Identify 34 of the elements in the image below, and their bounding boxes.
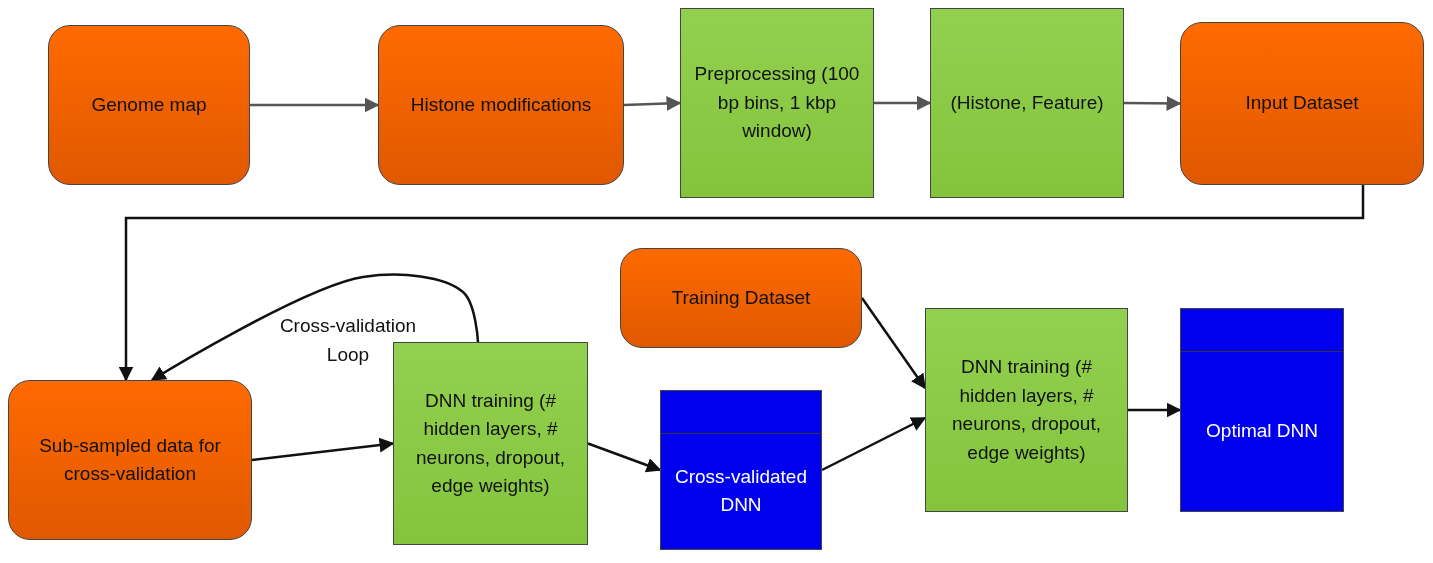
node-label: Genome map bbox=[91, 92, 207, 117]
process-box bbox=[378, 25, 624, 185]
process-box bbox=[1180, 22, 1424, 185]
process-box bbox=[48, 25, 250, 185]
node-label: Training Dataset bbox=[671, 285, 811, 310]
model-box bbox=[660, 390, 822, 550]
process-box bbox=[925, 308, 1128, 512]
process-box bbox=[393, 342, 588, 545]
arrow bbox=[860, 297, 927, 390]
arrow bbox=[623, 96, 682, 111]
node-label: Optimal DNN bbox=[1206, 418, 1318, 443]
node-label: Input Dataset bbox=[1245, 91, 1359, 116]
arrow bbox=[1128, 402, 1182, 418]
arrow bbox=[1124, 95, 1182, 111]
model-box bbox=[1180, 308, 1344, 512]
node-label: Sub-sampled data for cross-validation bbox=[38, 433, 222, 486]
node-label: Cross-validated DNN bbox=[674, 464, 808, 517]
node-label: Preprocessing (100 bp bins, 1 kbp window) bbox=[693, 62, 861, 144]
arrow bbox=[251, 437, 395, 462]
node-label: Histone modifications bbox=[410, 92, 592, 117]
node-label: DNN training (# hidden layers, # neurons, dropout, edge weights) bbox=[951, 355, 1102, 465]
node-label: (Histone, Feature) bbox=[950, 90, 1104, 115]
process-box bbox=[680, 8, 874, 198]
arrow bbox=[874, 95, 932, 111]
arrow bbox=[250, 97, 380, 113]
arrow bbox=[587, 442, 662, 473]
arrow bbox=[150, 273, 480, 382]
arrow bbox=[821, 416, 927, 472]
process-box bbox=[620, 248, 862, 348]
process-box bbox=[930, 8, 1124, 198]
node-label: DNN training (# hidden layers, # neurons, dropout, edge weights) bbox=[415, 388, 566, 498]
edge-label: Cross-validation Loop bbox=[278, 314, 418, 367]
arrow bbox=[118, 185, 1365, 382]
process-box bbox=[8, 380, 252, 540]
